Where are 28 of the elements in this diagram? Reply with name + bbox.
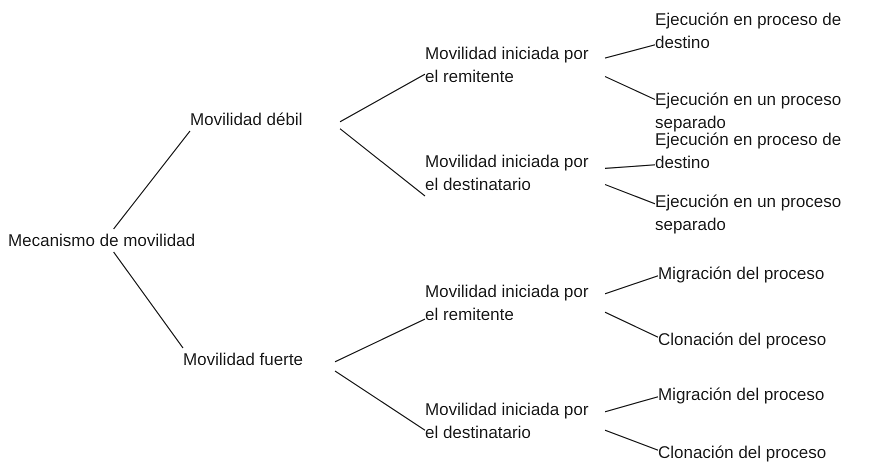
tree-node-label: Migración del proceso [658, 262, 880, 285]
connector-line [604, 396, 658, 412]
connector-line [604, 312, 658, 338]
connector-line [604, 430, 658, 451]
tree-node-label: Movilidad fuerte [183, 348, 335, 371]
tree-node-label: Mecanismo de movilidad [8, 229, 248, 252]
connector-line [604, 44, 656, 59]
tree-node-label: Ejecución en un proceso separado [655, 88, 880, 134]
tree-node-label: Movilidad iniciada por el remitente [425, 280, 605, 326]
connector-line [604, 184, 656, 204]
connector-line [604, 275, 658, 294]
tree-node-label: Ejecución en un proceso separado [655, 190, 880, 236]
connector-line [340, 128, 426, 196]
tree-node-label: Ejecución en proceso de destino [655, 8, 880, 54]
tree-node-label: Migración del proceso [658, 383, 880, 406]
tree-node-label: Movilidad iniciada por el remitente [425, 42, 605, 88]
connector-line [334, 318, 426, 362]
connector-line [604, 164, 656, 169]
tree-node-label: Clonación del proceso [658, 328, 880, 351]
connector-line [113, 252, 184, 348]
connector-line [340, 74, 426, 122]
connector-line [604, 76, 656, 100]
connector-line [113, 130, 190, 230]
tree-node-label: Movilidad débil [190, 108, 340, 131]
tree-node-label: Clonación del proceso [658, 441, 880, 463]
connector-line [334, 370, 426, 431]
tree-node-label: Movilidad iniciada por el destinatario [425, 150, 605, 196]
tree-node-label: Movilidad iniciada por el destinatario [425, 398, 605, 444]
